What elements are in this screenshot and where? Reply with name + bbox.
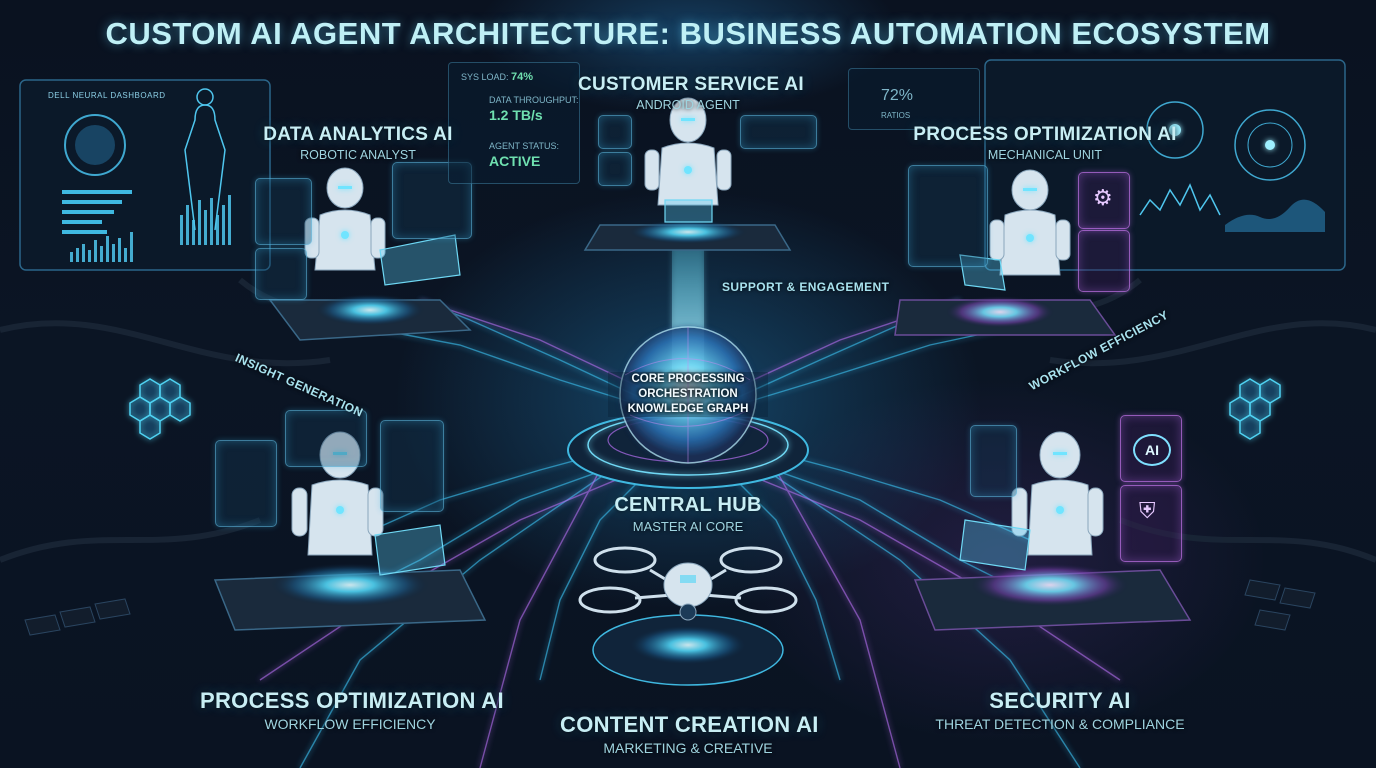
agent-subtitle: ROBOTIC ANALYST bbox=[300, 148, 416, 162]
throughput-value: 1.2 TB/s bbox=[489, 107, 543, 123]
gauge-value: 72% bbox=[881, 87, 914, 104]
gear-icon: ⚙ bbox=[1093, 185, 1113, 210]
sys-load-label: SYS LOAD: bbox=[461, 72, 509, 82]
process-donut-panel bbox=[285, 410, 367, 467]
central-hub-label: CENTRAL HUB MASTER AI CORE bbox=[588, 494, 788, 534]
agent-name: PROCESS OPTIMIZATION AI bbox=[200, 688, 504, 713]
process-checklist-panel bbox=[380, 420, 444, 512]
agent-label-customer-service: CUSTOMER SERVICE AI ANDROID AGENT bbox=[578, 74, 804, 112]
hub-name: CENTRAL HUB bbox=[614, 494, 762, 516]
agent-subtitle: MARKETING & CREATIVE bbox=[603, 740, 773, 756]
hub-subtitle: MASTER AI CORE bbox=[632, 519, 744, 534]
agent-subtitle: MECHANICAL UNIT bbox=[987, 148, 1103, 162]
agent-name: CUSTOMER SERVICE AI bbox=[578, 74, 804, 95]
agent-label-content-creation: CONTENT CREATION AI MARKETING & CREATIVE bbox=[560, 712, 819, 756]
gear-icon-panel: ⚙ bbox=[1078, 172, 1130, 229]
sys-load-row: SYS LOAD: 74% bbox=[461, 71, 533, 83]
agent-label-process-optimization-bottom: PROCESS OPTIMIZATION AI WORKFLOW EFFICIE… bbox=[200, 688, 504, 732]
core-line: KNOWLEDGE GRAPH bbox=[608, 402, 768, 417]
agent-subtitle: WORKFLOW EFFICIENCY bbox=[264, 716, 436, 732]
ai-chip-icon: AI bbox=[1133, 434, 1171, 466]
security-shield-panel: ⛨ bbox=[1120, 485, 1182, 562]
core-orb-text: CORE PROCESSING ORCHESTRATION KNOWLEDGE … bbox=[608, 372, 768, 417]
agent-subtitle: THREAT DETECTION & COMPLIANCE bbox=[935, 716, 1185, 732]
core-line: CORE PROCESSING bbox=[608, 372, 768, 387]
ratios-label: RATIOS bbox=[881, 111, 911, 120]
agent-label-process-optimization-top: PROCESS OPTIMIZATION AI MECHANICAL UNIT bbox=[905, 124, 1185, 162]
process-tools-panel bbox=[1078, 230, 1130, 292]
agent-name: CONTENT CREATION AI bbox=[560, 712, 819, 737]
process-metrics-panel bbox=[908, 165, 988, 267]
flow-label-support-engagement: SUPPORT & ENGAGEMENT bbox=[722, 280, 890, 294]
security-chart-panel bbox=[970, 425, 1017, 497]
cs-chat-panel bbox=[740, 115, 817, 149]
agent-name: SECURITY AI bbox=[989, 688, 1131, 713]
sys-load-value: 74% bbox=[511, 71, 534, 83]
cs-shield-icon-panel bbox=[598, 152, 632, 186]
agent-label-data-analytics: DATA ANALYTICS AI ROBOTIC ANALYST bbox=[258, 124, 458, 162]
system-status-panel: SYS LOAD: 74% DATA THROUGHPUT: 1.2 TB/s … bbox=[448, 62, 580, 184]
agent-subtitle: ANDROID AGENT bbox=[636, 98, 740, 112]
analytics-gauge-panel bbox=[255, 248, 307, 300]
agent-name: PROCESS OPTIMIZATION AI bbox=[913, 124, 1177, 145]
cs-user-icon-panel bbox=[598, 115, 632, 149]
core-line: ORCHESTRATION bbox=[608, 387, 768, 402]
security-ai-badge-panel: AI bbox=[1120, 415, 1182, 482]
throughput-label: DATA THROUGHPUT: bbox=[489, 95, 579, 105]
agent-name: DATA ANALYTICS AI bbox=[263, 124, 453, 145]
agent-label-security: SECURITY AI THREAT DETECTION & COMPLIANC… bbox=[920, 688, 1200, 732]
agent-status-value: ACTIVE bbox=[489, 153, 541, 169]
process-user-list-panel bbox=[215, 440, 277, 527]
page-title: CUSTOM AI AGENT ARCHITECTURE: BUSINESS A… bbox=[105, 16, 1271, 51]
shield-icon: ⛨ bbox=[1139, 498, 1156, 523]
left-dashboard-header: DELL NEURAL DASHBOARD bbox=[48, 91, 166, 100]
agent-status-label: AGENT STATUS: bbox=[489, 141, 560, 151]
right-gauge-panel: 72% RATIOS bbox=[848, 68, 980, 130]
analytics-bar-chart-panel bbox=[255, 178, 312, 245]
